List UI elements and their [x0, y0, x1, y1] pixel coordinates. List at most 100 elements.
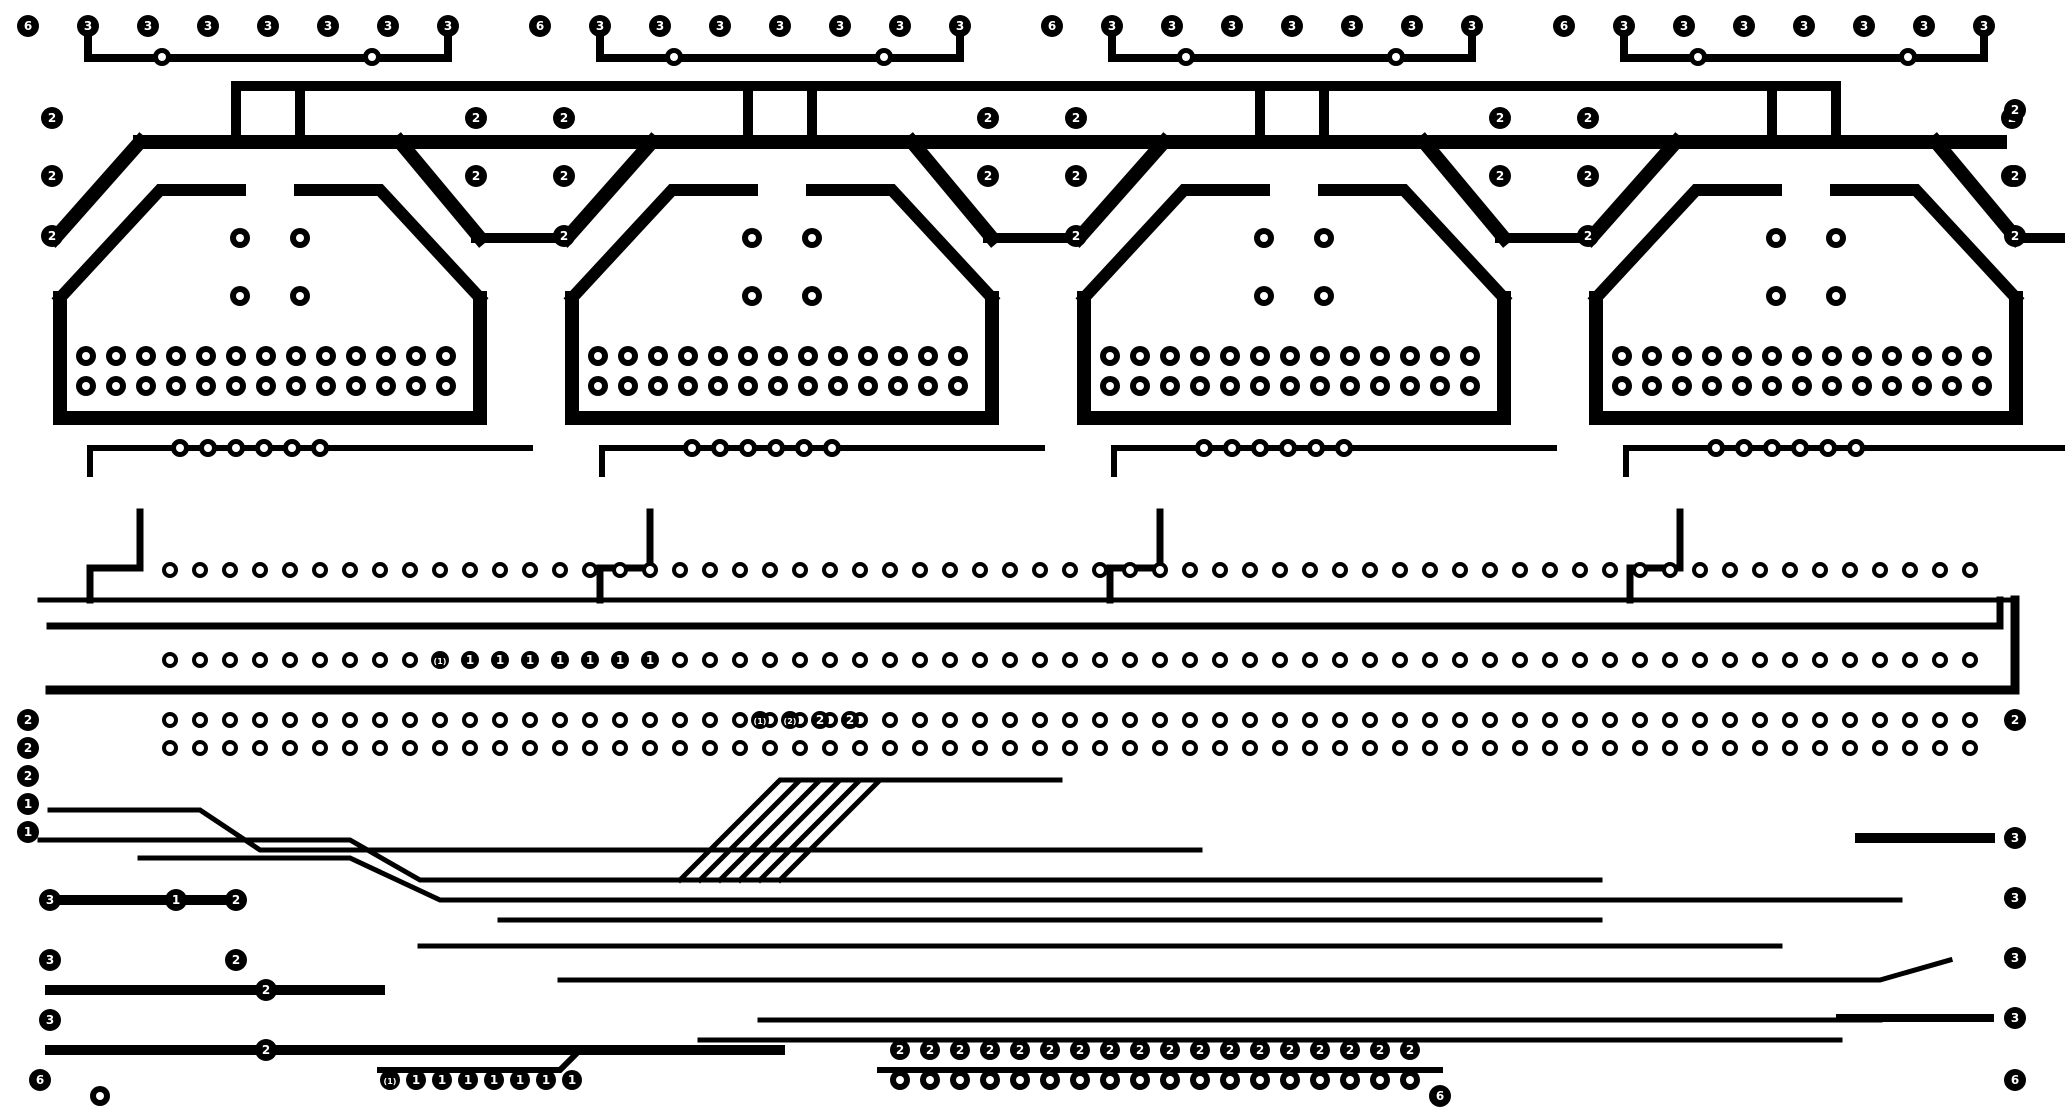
pad-hole — [1832, 234, 1840, 242]
pad-hole — [288, 444, 296, 452]
pad — [312, 740, 328, 756]
pad: 2 — [980, 1040, 1000, 1060]
pad-ring — [17, 709, 39, 731]
pad-hole — [166, 566, 174, 574]
pad-hole — [1516, 566, 1524, 574]
pad — [1782, 652, 1798, 668]
pad — [162, 740, 178, 756]
pad: 2 — [1130, 1040, 1150, 1060]
pad-hole — [1066, 744, 1074, 752]
pad-label: 6 — [36, 1073, 44, 1087]
pad-hole — [736, 566, 744, 574]
pad — [1766, 228, 1786, 248]
pad-label: 2 — [1584, 169, 1592, 183]
pad: 2 — [1489, 107, 1511, 129]
pad-hole — [316, 656, 324, 664]
pad-label: 2 — [24, 741, 32, 755]
pad — [283, 439, 301, 457]
pad — [858, 376, 878, 396]
pad-hole — [82, 382, 90, 390]
pad-hole — [736, 744, 744, 752]
pad-hole — [1466, 352, 1474, 360]
pad — [798, 346, 818, 366]
pad-hole — [1816, 744, 1824, 752]
pad-hole — [986, 1076, 994, 1084]
pad-hole — [202, 352, 210, 360]
pad-hole — [1606, 744, 1614, 752]
pad-hole — [688, 444, 696, 452]
pad-hole — [748, 292, 756, 300]
pad-label: 3 — [2011, 831, 2019, 845]
pad-label: 1 — [24, 797, 32, 811]
pad — [1962, 740, 1978, 756]
pad — [76, 376, 96, 396]
pad — [882, 740, 898, 756]
pad — [222, 740, 238, 756]
pad-hole — [232, 352, 240, 360]
pad-label: 1 — [526, 653, 534, 667]
pad-hole — [466, 716, 474, 724]
pad — [1899, 48, 1917, 66]
pad — [1826, 286, 1846, 306]
pad: 2 — [1489, 165, 1511, 187]
pad-hole — [1166, 352, 1174, 360]
pad-hole — [376, 716, 384, 724]
pad — [1220, 346, 1240, 366]
pad-hole — [262, 352, 270, 360]
pad — [1612, 346, 1632, 366]
pad-label: 2 — [232, 893, 240, 907]
pad-label: 2 — [232, 953, 240, 967]
pad — [282, 562, 298, 578]
pad-hole — [1948, 352, 1956, 360]
pad-ring — [39, 949, 61, 971]
pad-hole — [236, 292, 244, 300]
pad-label: 2 — [1406, 1043, 1414, 1057]
pad — [912, 652, 928, 668]
pad — [312, 652, 328, 668]
pad: 2 — [1280, 1040, 1300, 1060]
pad-hole — [894, 352, 902, 360]
pad-hole — [1036, 566, 1044, 574]
pad-hole — [856, 566, 864, 574]
module-outline-trace — [1075, 184, 1270, 307]
pad-hole — [1906, 744, 1914, 752]
pad-hole — [946, 716, 954, 724]
pad-ring — [1613, 15, 1635, 37]
pad — [1302, 740, 1318, 756]
pad: 3 — [1673, 15, 1695, 37]
pad-hole — [736, 716, 744, 724]
pad-ring — [920, 1040, 940, 1060]
pad — [795, 439, 813, 457]
pad — [372, 712, 388, 728]
pad-ring — [2004, 887, 2026, 909]
pad — [942, 740, 958, 756]
pad — [1430, 346, 1450, 366]
pad — [1130, 346, 1150, 366]
pad — [792, 652, 808, 668]
pad-hole — [526, 716, 534, 724]
pad: 3 — [1613, 15, 1635, 37]
pad — [282, 712, 298, 728]
pad: 2 — [1100, 1040, 1120, 1060]
pad-label: 2 — [1316, 1043, 1324, 1057]
pad — [1882, 376, 1902, 396]
pad-hole — [1904, 53, 1912, 61]
pad-ring — [890, 1040, 910, 1060]
pad: 2 — [1310, 1040, 1330, 1060]
pad — [1332, 652, 1348, 668]
pad-hole — [954, 382, 962, 390]
pad-hole — [1426, 656, 1434, 664]
pad-hole — [886, 566, 894, 574]
pad — [311, 439, 329, 457]
pad-hole — [406, 566, 414, 574]
pad-label: 1 — [172, 893, 180, 907]
pad-label: 1 — [568, 1073, 576, 1087]
pad-hole — [1708, 352, 1716, 360]
pad: (1) — [431, 651, 449, 669]
signal-trace — [557, 956, 1954, 983]
pad-hole — [1694, 53, 1702, 61]
pad-hole — [1456, 566, 1464, 574]
pad-label: (1) — [434, 657, 447, 666]
pad-hole — [856, 744, 864, 752]
pad — [1707, 439, 1725, 457]
